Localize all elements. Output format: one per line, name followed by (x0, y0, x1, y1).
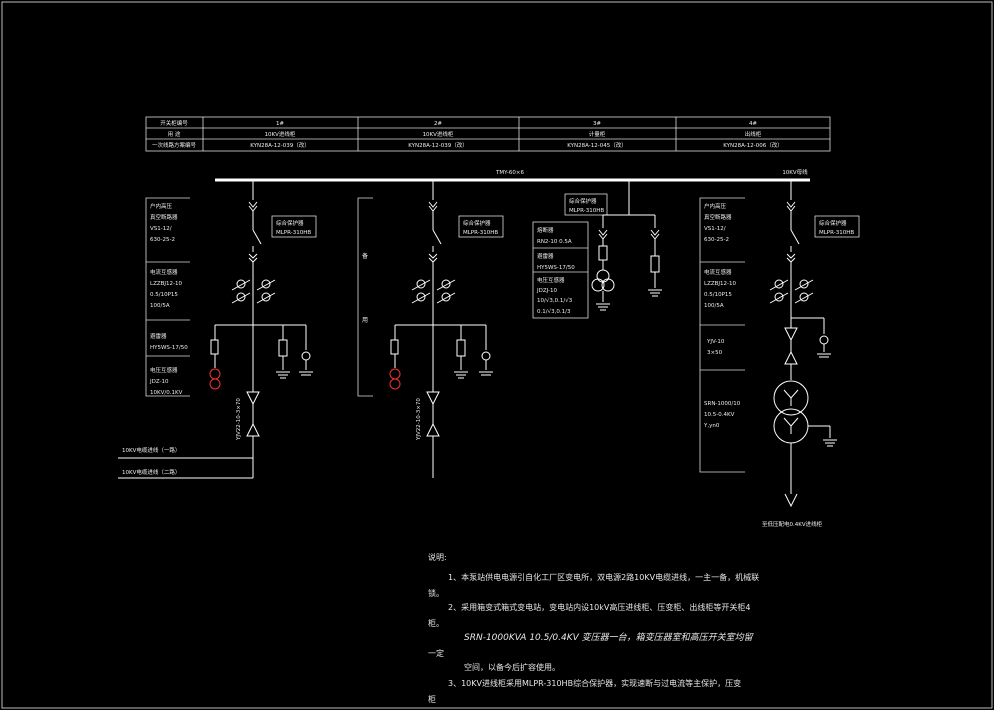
p4-cable-label: YJV-10 (706, 339, 725, 345)
p1-ct-label: LZZBJ12-10 (150, 281, 182, 287)
table-cell-number: 4# (749, 121, 757, 127)
panel-2-vt-symbol (389, 368, 401, 390)
panel-1-circuit (118, 180, 313, 479)
p2-side-label: 用 (362, 317, 368, 324)
p1-vcb-label: 真空断路器 (150, 213, 178, 221)
p1-ct-label: 100/5A (150, 303, 170, 309)
note-line: 一定 (428, 649, 444, 658)
table-header-use: 用 途 (168, 130, 181, 138)
panel-3-label-box (532, 221, 589, 319)
p4-transformer-label: SRN-1000/10 (704, 401, 741, 407)
p1-ct-label: 电流互感器 (150, 268, 178, 276)
panel-2-label-box (357, 197, 373, 397)
p2-cable-label: YJV22-10-3×70 (416, 398, 422, 441)
p4-protect-label: 综合保护器 (819, 219, 847, 227)
table-cell-use: 10KV进线柜 (265, 130, 296, 138)
p4-ct-label: 0.5/10P15 (704, 292, 732, 298)
panel-2-circuit (390, 180, 493, 478)
panel-4-label-box (699, 197, 745, 473)
p1-vcb-label: 户内高压 (150, 202, 173, 210)
note-line: 2、采用箱变式箱式变电站，变电站内设10kV高压进线柜、压变柜、出线柜等开关柜4 (448, 603, 751, 612)
p4-ct-label: 电流互感器 (704, 268, 732, 276)
p3-arrester-label: HY5WS-17/50 (537, 265, 575, 271)
p1-protect-label: MLPR-310HB (276, 230, 311, 236)
p1-vt-label: 电压互感器 (150, 366, 178, 374)
p4-vcb-label: VS1-12/ (704, 226, 726, 232)
table-cell-use: 计量柜 (589, 130, 606, 138)
note-line: 锁。 (428, 589, 444, 598)
table-cell-number: 3# (593, 121, 601, 127)
table-cell-use: 出线柜 (745, 130, 762, 138)
p1-vcb-label: VS1-12/ (150, 226, 172, 232)
p3-fuse-label: 熔断器 (537, 226, 554, 234)
p2-protect-label: 综合保护器 (463, 219, 491, 227)
note-line: 3、10KV进线柜采用MLPR-310HB综合保护器，实现速断与过电流等主保护，… (448, 679, 742, 688)
note-line: 柜。 (428, 619, 444, 628)
p2-protect-box (458, 215, 504, 238)
note-line: SRN-1000KVA 10.5/0.4KV 变压器一台，箱变压器室和高压开关室… (464, 633, 753, 643)
notes-title: 说明: (428, 553, 447, 562)
table-cell-number: 2# (434, 121, 442, 127)
table-cell-number: 1# (276, 121, 284, 127)
table-cell-scheme: KYN28A-12-039（改） (250, 141, 310, 149)
p2-protect-label: MLPR-310HB (463, 230, 498, 236)
p4-vcb-label: 630-25-2 (704, 237, 729, 243)
p3-vt-label: 10/√3,0.1/√3 (537, 297, 573, 304)
p2-side-label: 备 (362, 252, 368, 260)
feeder-line-2-label: 10KV电缆进线（二路） (122, 468, 180, 476)
p4-ct-label: LZZBJ12-10 (704, 281, 736, 287)
p1-vt-label: 10KV/0.1KV (150, 390, 183, 396)
table-cell-scheme: KYN28A-12-045（改） (567, 141, 627, 149)
p3-vt-label: 0.1/√3,0.1/3 (537, 308, 571, 315)
panel-1-label-box (145, 197, 190, 397)
p3-protect-label: 综合保护器 (569, 197, 597, 205)
p4-cable-label: 3×50 (707, 350, 723, 356)
note-line: 柜 (428, 695, 436, 704)
p3-protect-label: MLPR-310HB (569, 208, 604, 214)
p1-protect-label: 综合保护器 (276, 219, 304, 227)
p4-transformer-label: 10.5-0.4KV (704, 412, 735, 418)
panel-3-circuit (591, 180, 662, 311)
table-header-number: 开关柜编号 (160, 119, 188, 127)
note-line: 1、本泵站供电电源引自化工厂区变电所，双电源2路10KV电缆进线，一主一备，机械… (448, 573, 760, 582)
p4-protect-label: MLPR-310HB (819, 230, 854, 236)
feeder-line-1-label: 10KV电缆进线（一路） (122, 446, 180, 454)
busbar-voltage-label: 10KV母线 (782, 168, 808, 176)
p4-vcb-label: 真空断路器 (704, 213, 732, 221)
panel-1-vt-symbol (209, 368, 221, 390)
p1-ct-label: 0.5/10P15 (150, 292, 178, 298)
table-header-scheme: 一次线路方案编号 (152, 141, 197, 149)
p4-vcb-label: 户内高压 (704, 202, 727, 210)
scheme-table (145, 116, 831, 152)
p3-vt-label: JDZJ-10 (536, 288, 558, 294)
busbar-label: TMY-60×6 (495, 170, 524, 176)
p1-arrester-label: 避雷器 (150, 332, 167, 340)
p1-cable-label: YJV22-10-3×70 (236, 398, 242, 441)
p3-vt-label: 电压互感器 (537, 276, 565, 284)
p1-vt-label: JDZ-10 (149, 379, 169, 385)
p1-protect-box (271, 215, 317, 238)
lv-outgoing-label: 至低压配电0.4KV进线柜 (762, 520, 823, 528)
p4-ct-label: 100/5A (704, 303, 724, 309)
p1-vcb-label: 630-25-2 (150, 237, 175, 243)
p3-arrester-label: 避雷器 (537, 252, 554, 260)
p3-protect-box (564, 193, 608, 216)
table-cell-scheme: KYN28A-12-006（改） (723, 141, 783, 149)
table-cell-scheme: KYN28A-12-039（改） (408, 141, 468, 149)
p3-fuse-label: RN2-10 0.5A (537, 239, 572, 245)
p4-protect-box (814, 215, 860, 238)
p1-arrester-label: HY5WS-17/50 (150, 345, 188, 351)
p4-transformer-label: Y,yn0 (703, 423, 720, 429)
note-line: 空间，以备今后扩容使用。 (464, 663, 560, 672)
table-cell-use: 10KV进线柜 (423, 130, 454, 138)
panel-4-circuit (769, 180, 837, 508)
